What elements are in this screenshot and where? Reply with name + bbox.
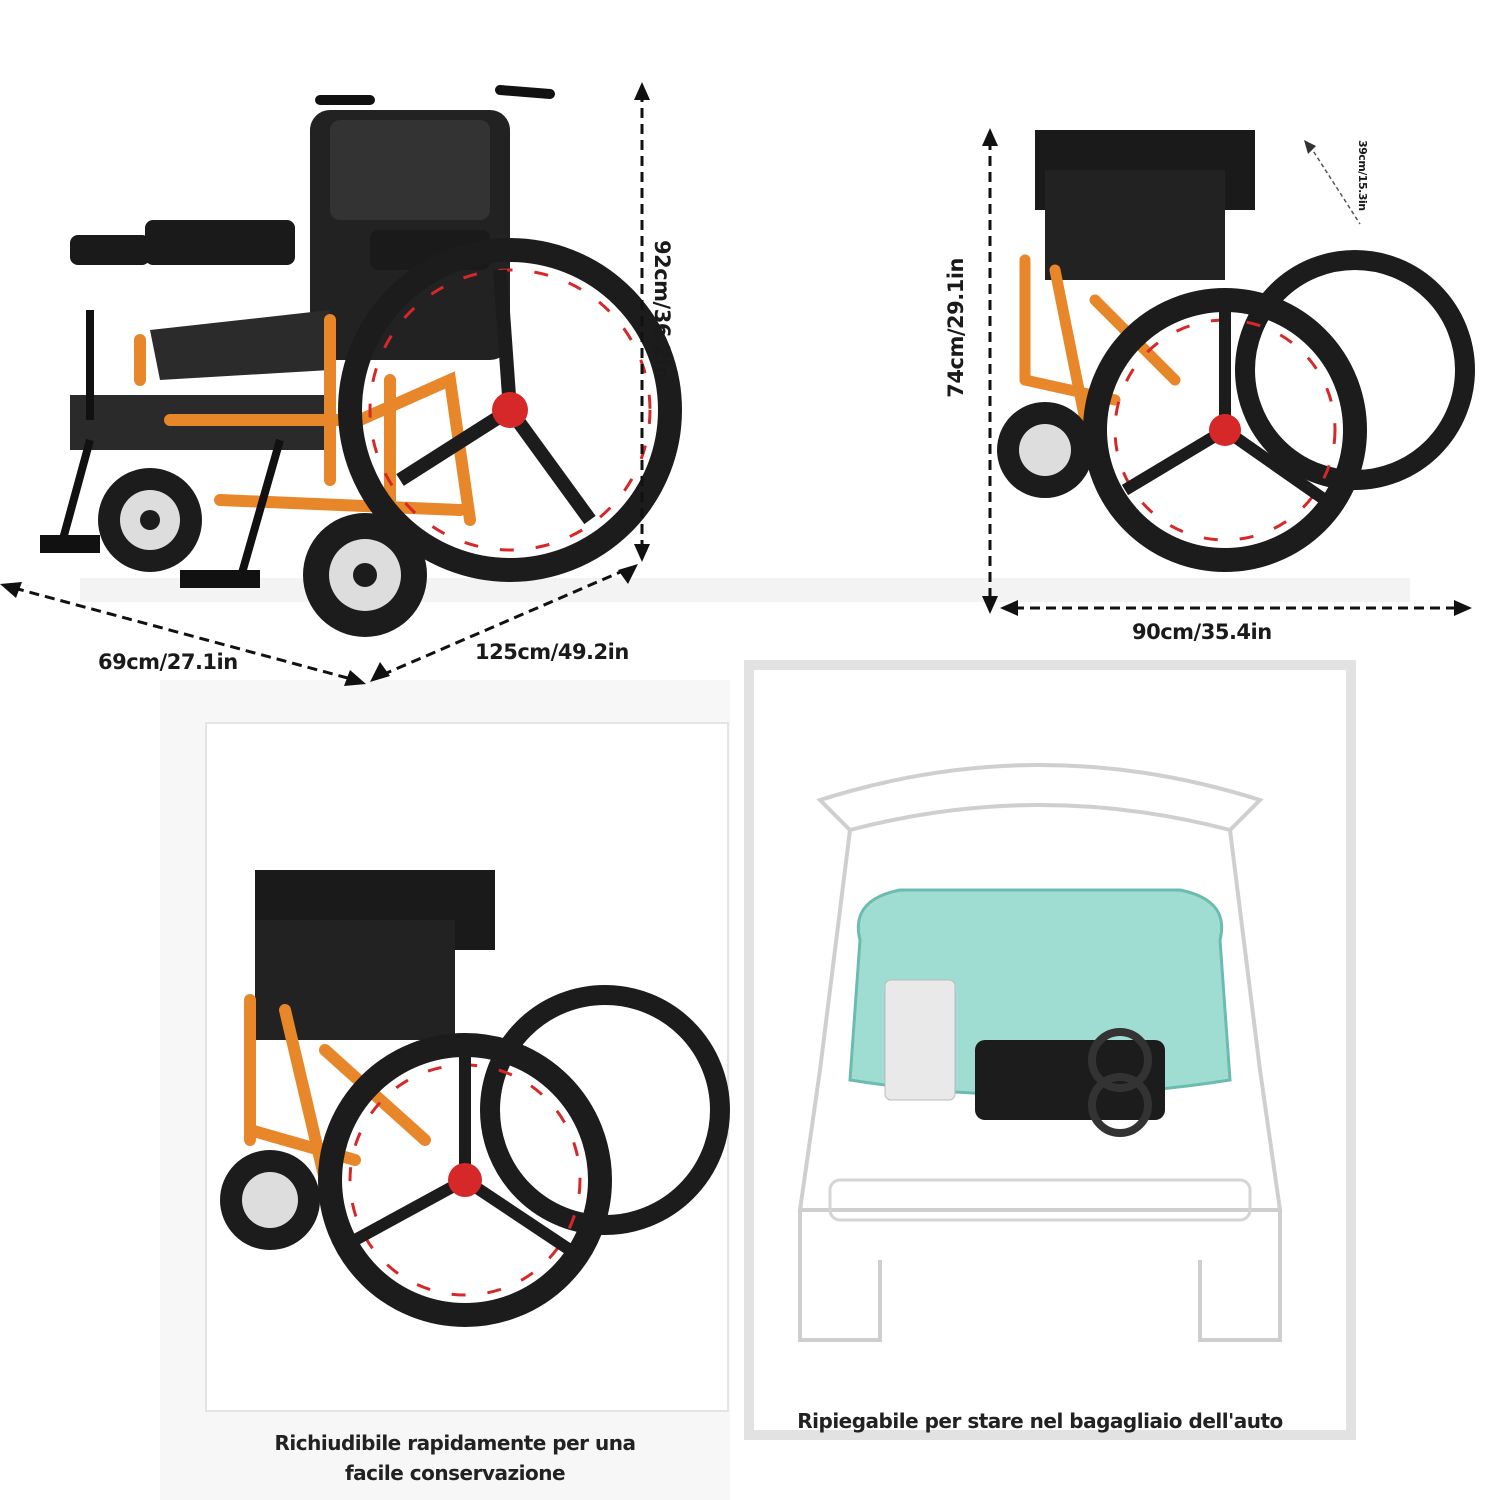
height-unfolded-label: 92cm/36.2in [650,240,674,380]
car-trunk-caption: Ripiegabile per stare nel bagagliaio del… [797,1409,1283,1433]
length-label: 125cm/49.2in [475,640,629,664]
unfolded-wheelchair-image [40,85,682,637]
background-band [80,578,1410,602]
folded-length-arrow [1000,600,1472,616]
width-arrow [0,582,366,686]
width-label: 69cm/27.1in [98,650,238,674]
fold-storage-caption: Richiudibile rapidamente per una facile … [274,1431,636,1485]
length-arrow [370,564,638,682]
car-trunk-image [797,763,1283,1342]
length-folded-label: 90cm/35.4in [1132,620,1272,644]
depth-folded-label: 39cm/15.3in [1356,140,1369,211]
folded-wheelchair-top-image [997,130,1475,572]
folded-height-arrow [982,128,998,614]
folded-wheelchair-bottom-image [220,870,730,1327]
folded-depth-arrow [1304,140,1361,225]
height-arrow [634,82,650,562]
height-folded-label: 74cm/29.1in [944,258,968,398]
